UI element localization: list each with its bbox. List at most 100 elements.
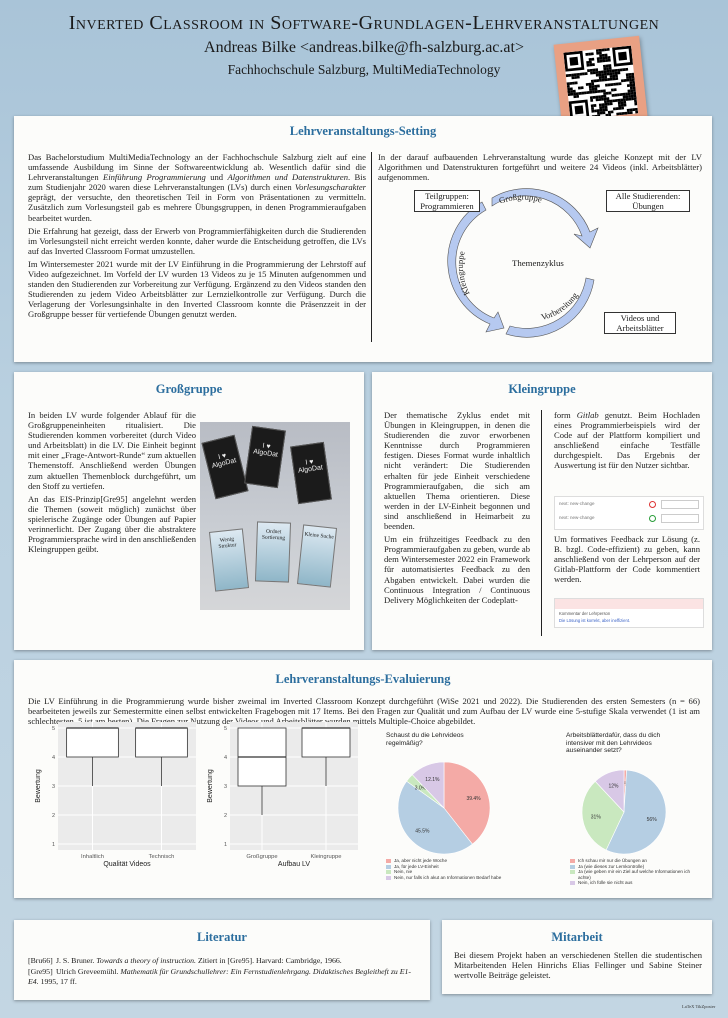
y-tick-label: 4 (52, 755, 55, 761)
poster-header: Inverted Classroom in Software-Grundlage… (0, 8, 728, 78)
x-axis-label: Aufbau LV (278, 861, 311, 868)
y-axis-label: Bewertung (35, 769, 42, 803)
pie-slice-label: 1% (621, 781, 629, 787)
box (66, 727, 119, 758)
pie-slice-label: 56% (647, 817, 658, 823)
y-tick-label: 1 (52, 842, 55, 848)
kleingruppe-text-right: form Gitlab genutzt. Beim Hochladen eine… (554, 410, 700, 471)
legend-swatch (570, 864, 575, 869)
setting-panel: Lehrveranstaltungs-Setting Das Bachelors… (14, 116, 712, 362)
legend-entry: Nein, ich fülle sie nicht aus (570, 880, 700, 886)
legend-entry: Ich schau mir nur die Übungen an (570, 858, 700, 864)
evaluierung-panel: Lehrveranstaltungs-Evaluierung Die LV Ei… (14, 660, 712, 898)
y-tick-label: 2 (224, 813, 227, 819)
card-6: Kleine Suche (296, 524, 338, 588)
algodat-cards-photo: I ♥ AlgoDat I ♥ AlgoDat I ♥ AlgoDat Weni… (200, 422, 350, 610)
column-divider (541, 410, 543, 636)
svg-text:Großgruppe: Großgruppe (497, 192, 543, 206)
pie2-title: Arbeitsblätterdafür, dass du dich intens… (566, 732, 661, 755)
grossgruppe-panel: Großgruppe In beiden LV wurde folgender … (14, 372, 364, 650)
failed-status-icon (649, 501, 656, 508)
pie-slice-label: 39.4% (466, 796, 481, 802)
poster-institution: Fachhochschule Salzburg, MultiMediaTechn… (227, 62, 501, 77)
card-4: Wenig Struktur (208, 528, 250, 592)
mitarbeit-text: Bei diesem Projekt haben an verschiedene… (454, 950, 702, 981)
qr-code-icon (563, 45, 639, 121)
x-tick-label: Technisch (149, 854, 175, 860)
poster-author: Andreas Bilke <andreas.bilke@fh-salzburg… (204, 39, 524, 56)
y-tick-label: 2 (52, 813, 55, 819)
pie-slice-label: 3.0% (415, 785, 427, 791)
card-3: I ♥ AlgoDat (290, 441, 332, 505)
pie-slice (443, 761, 491, 845)
legend-entry: Ja (wie dieses zur Lernkontrolle) (570, 864, 700, 870)
setting-text-left: Das Bachelorstudium MultiMediaTechnology… (28, 152, 366, 320)
y-tick-label: 5 (52, 726, 55, 732)
passed-status-icon (649, 515, 656, 522)
legend-swatch (570, 859, 575, 863)
literatur-panel: Literatur [Bru66]J. S. Bruner. Towards a… (14, 920, 430, 1000)
evaluierung-text: Die LV Einführung in die Programmierung … (28, 696, 700, 727)
card-5: Ordnet Sortierung (254, 521, 292, 583)
setting-text-right: In der darauf aufbauenden Lehrveranstalt… (378, 152, 702, 183)
box-teilgruppen: Teilgruppen: Programmieren (414, 190, 480, 212)
y-tick-label: 3 (52, 784, 55, 790)
cycle-center-label: Themenzyklus (512, 258, 564, 268)
box-videos: Videos und Arbeitsblätter (604, 312, 676, 334)
kleingruppe-text-right-2: Um formatives Feedback zur Lösung (z. B.… (554, 534, 700, 585)
pie-slice-label: 12% (608, 783, 619, 789)
pie-slice-label: 12.1% (425, 777, 440, 783)
legend-swatch (570, 881, 575, 886)
card-1: I ♥ AlgoDat (201, 434, 249, 500)
arc-vorbereitung (505, 277, 595, 338)
gitlab-pipeline-screenshot: next: new-change next: new-change (554, 496, 704, 530)
box-alle-studierenden: Alle Studierenden: Übungen (606, 190, 690, 212)
bib-entry-gre95: [Gre95]Ulrich Greveemühl. Mathematik für… (28, 966, 411, 987)
y-tick-label: 4 (224, 755, 227, 761)
tikzposter-badge: LaTeX TikZposter (682, 1004, 716, 1009)
legend-entry: Ja, aber nicht jede Woche (386, 858, 516, 864)
grossgruppe-text: In beiden LV wurde folgender Ablauf für … (28, 410, 196, 555)
mitarbeit-title: Mitarbeit (551, 930, 603, 944)
pie-lehrvideos-regelmaessig: 39.4% 45.5% 3.0% 12.1% (397, 761, 491, 855)
bib-entry-bru66: [Bru66]J. S. Bruner. Towards a theory of… (28, 956, 342, 965)
setting-title: Lehrveranstaltungs-Setting (289, 124, 437, 138)
literatur-title: Literatur (197, 930, 247, 944)
legend-entry: Nein, nie (386, 869, 516, 875)
legend-swatch (386, 870, 391, 875)
column-divider (371, 152, 373, 342)
kleingruppe-panel: Kleingruppe Der thematische Zyklus endet… (372, 372, 712, 650)
x-axis-label: Qualität Videos (103, 861, 151, 868)
card-2: I ♥ AlgoDat (244, 425, 286, 489)
legend-swatch (386, 864, 391, 869)
x-tick-label: Kleingruppe (311, 854, 342, 860)
poster-title: Inverted Classroom in Software-Grundlage… (68, 12, 660, 34)
legend-entry: Ja (wie geben mir ein Ziel auf welche In… (570, 869, 700, 880)
x-tick-label: Inhaltlich (81, 854, 104, 860)
theme-cycle-diagram: Großgruppe Kleingruppe Vorbereitung Teil… (394, 188, 694, 348)
pie-slice (581, 780, 625, 851)
box (301, 727, 351, 758)
mitarbeit-panel: Mitarbeit Bei diesem Projekt haben an ve… (442, 920, 712, 994)
arc-grossgruppe (491, 188, 599, 249)
arc-label-top: Großgruppe (497, 192, 543, 206)
pie-slice (397, 780, 473, 855)
pie-slice-label: 31% (591, 814, 602, 820)
kleingruppe-text-left: Der thematische Zyklus endet mit Übungen… (384, 410, 530, 605)
y-tick-label: 3 (224, 784, 227, 790)
box (135, 727, 188, 758)
pie-slice (594, 769, 625, 813)
legend-entry: Nein, nur falls ich akut an Informatione… (386, 875, 516, 881)
y-tick-label: 5 (224, 726, 227, 732)
pie-slice-label: 45.5% (415, 829, 430, 835)
legend-entry: Ja, für jede LV-Einheit (386, 864, 516, 870)
x-tick-label: Großgruppe (246, 854, 277, 860)
pie-slice (411, 761, 445, 809)
legend-swatch (570, 870, 575, 875)
legend-swatch (386, 875, 391, 880)
grossgruppe-title: Großgruppe (155, 382, 223, 396)
